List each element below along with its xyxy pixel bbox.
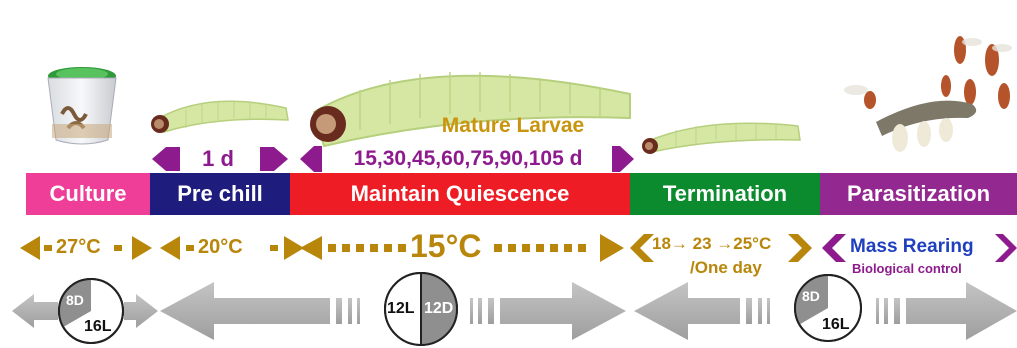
- light-hours-label: 16L: [84, 318, 112, 336]
- dark-hours-label: 12D: [424, 300, 453, 318]
- light-hours-label: 16L: [822, 316, 850, 334]
- temperature-quiescence: 15°C: [410, 228, 482, 265]
- duration-quiescence: 15,30,45,60,75,90,105 d: [318, 145, 618, 173]
- stage-culture: Culture: [26, 173, 150, 215]
- stage-termination: Termination: [630, 173, 820, 215]
- dark-hours-label: 8D: [66, 292, 84, 308]
- mature-larvae-title: Mature Larvae: [398, 114, 628, 138]
- light-hours-label: 12L: [387, 300, 415, 318]
- temperature-culture: 27°C: [56, 236, 101, 259]
- temperature-pre-chill: 20°C: [198, 236, 243, 259]
- temperature-termination: 18→ 23 →25°C: [652, 234, 771, 254]
- larva-image: [146, 86, 296, 138]
- mass-rearing-label: Mass Rearing: [850, 236, 974, 258]
- stage-parasitization: Parasitization: [820, 173, 1017, 215]
- wasp-parasitoid-image: [842, 26, 1017, 166]
- photoperiod-arrows: [0, 272, 1017, 347]
- duration-pre-chill: 1 d: [184, 146, 252, 172]
- culture-cup-image: [22, 64, 142, 146]
- larva-image: [636, 110, 806, 156]
- stage-maintain-quiescence: Maintain Quiescence: [290, 173, 630, 215]
- stage-pre-chill: Pre chill: [150, 173, 290, 215]
- dark-hours-label: 8D: [802, 288, 820, 304]
